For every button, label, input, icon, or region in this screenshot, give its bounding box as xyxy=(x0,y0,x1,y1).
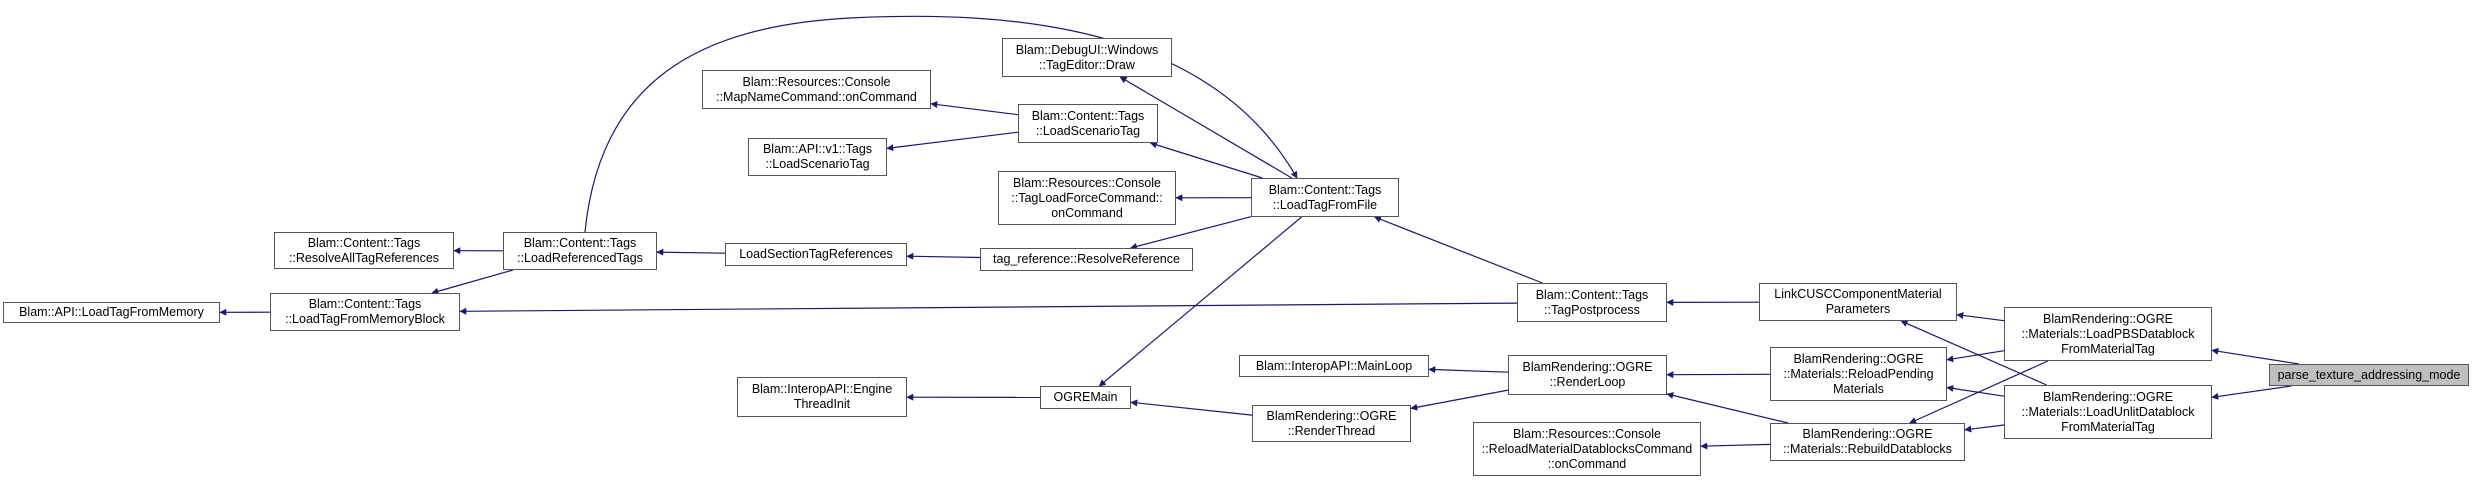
graph-node-label: Blam::API::v1::Tags ::LoadScenarioTag xyxy=(762,142,873,171)
call-edge xyxy=(1373,216,1543,284)
graph-node-label: LoadSectionTagReferences xyxy=(739,247,893,261)
call-edge xyxy=(1149,141,1263,179)
graph-node-link[interactable]: Blam::InteropAPI::Engine ThreadInit xyxy=(737,377,907,417)
graph-node-label: parse_texture_addressing_mode xyxy=(2277,367,2461,382)
call-edge xyxy=(1666,392,1789,424)
call-edge xyxy=(1130,216,1252,250)
call-edge xyxy=(656,248,726,256)
call-edge xyxy=(2211,385,2292,400)
graph-node-link[interactable]: Blam::Content::Tags ::LoadScenarioTag xyxy=(1018,104,1158,143)
call-edge xyxy=(1130,399,1253,416)
graph-node-label: tag_reference::ResolveReference xyxy=(993,252,1180,266)
call-edge xyxy=(1956,312,2005,322)
graph-node-link[interactable]: LoadSectionTagReferences xyxy=(725,243,907,266)
graph-node-link[interactable]: Blam::Content::Tags ::TagPostprocess xyxy=(1517,283,1667,322)
graph-node-link[interactable]: Blam::API::LoadTagFromMemory xyxy=(3,302,220,323)
graph-node-label: Blam::Resources::Console ::TagLoadForceC… xyxy=(1011,175,1163,220)
graph-node-link[interactable]: Blam::Resources::Console ::ReloadMateria… xyxy=(1473,422,1701,476)
graph-node-label: Blam::DebugUI::Windows ::TagEditor::Draw xyxy=(1015,42,1159,72)
graph-node-link[interactable]: BlamRendering::OGRE ::Materials::ReloadP… xyxy=(1770,347,1947,401)
graph-node-link[interactable]: BlamRendering::OGRE ::RenderThread xyxy=(1252,405,1411,442)
graph-node-label: Blam::InteropAPI::Engine ThreadInit xyxy=(751,382,893,411)
graph-node-label: BlamRendering::OGRE ::Materials::Rebuild… xyxy=(1783,427,1952,456)
call-edge xyxy=(459,302,1518,315)
graph-node-link[interactable]: BlamRendering::OGRE ::Materials::LoadPBS… xyxy=(2004,307,2212,361)
graph-node-link[interactable]: BlamRendering::OGRE ::Materials::LoadUnl… xyxy=(2004,385,2212,439)
graph-node-label: Blam::Content::Tags ::LoadReferencedTags xyxy=(517,236,643,265)
call-edge xyxy=(930,101,1019,116)
call-edge xyxy=(1900,320,2047,386)
call-edge xyxy=(1428,366,1509,374)
graph-node-label: BlamRendering::OGRE ::Materials::LoadPBS… xyxy=(2021,311,2195,356)
graph-node-label: Blam::InteropAPI::MainLoop xyxy=(1255,358,1413,373)
call-edge xyxy=(1119,76,1293,179)
call-edge xyxy=(2211,347,2300,365)
graph-node-label: Blam::Content::Tags ::LoadTagFromFile xyxy=(1268,182,1382,212)
graph-node-label: Blam::Resources::Console ::ReloadMateria… xyxy=(1481,426,1693,471)
call-edge xyxy=(886,131,1019,152)
graph-node-link[interactable]: Blam::Content::Tags ::LoadTagFromFile xyxy=(1251,178,1399,217)
graph-node-link[interactable]: Blam::Content::Tags ::ResolveAllTagRefer… xyxy=(274,232,454,269)
graph-node-label: BlamRendering::OGRE ::Materials::LoadUnl… xyxy=(2021,389,2195,434)
graph-node-label: BlamRendering::OGRE ::RenderThread xyxy=(1266,408,1397,438)
graph-node-current: parse_texture_addressing_mode xyxy=(2269,364,2469,386)
graph-node-link[interactable]: Blam::Content::Tags ::LoadTagFromMemoryB… xyxy=(270,293,460,331)
graph-node-link[interactable]: Blam::API::v1::Tags ::LoadScenarioTag xyxy=(748,138,887,176)
graph-node-link[interactable]: Blam::DebugUI::Windows ::TagEditor::Draw xyxy=(1002,38,1172,77)
graph-node-label: Blam::Content::Tags ::ResolveAllTagRefer… xyxy=(288,235,440,265)
graph-node-link[interactable]: Blam::Resources::Console ::TagLoadForceC… xyxy=(998,171,1176,225)
graph-node-link[interactable]: BlamRendering::OGRE ::Materials::Rebuild… xyxy=(1770,423,1965,461)
graph-node-link[interactable]: Blam::Resources::Console ::MapNameComman… xyxy=(702,70,931,109)
call-edge xyxy=(1909,360,2049,424)
graph-node-label: LinkCUSCComponentMaterial Parameters xyxy=(1774,287,1942,316)
graph-node-label: Blam::Content::Tags ::TagPostprocess xyxy=(1535,287,1649,317)
graph-node-link[interactable]: OGREMain xyxy=(1040,386,1131,409)
call-edge xyxy=(584,15,1298,233)
graph-node-label: Blam::Content::Tags ::LoadTagFromMemoryB… xyxy=(285,297,445,326)
graph-node-label: BlamRendering::OGRE ::RenderLoop xyxy=(1522,360,1653,389)
call-edge xyxy=(1946,350,2005,363)
graph-node-link[interactable]: Blam::Content::Tags ::LoadReferencedTags xyxy=(503,232,657,270)
graph-node-link[interactable]: tag_reference::ResolveReference xyxy=(980,248,1193,271)
graph-node-link[interactable]: LinkCUSCComponentMaterial Parameters xyxy=(1759,283,1957,321)
graph-node-link[interactable]: Blam::InteropAPI::MainLoop xyxy=(1239,355,1429,377)
graph-node-link[interactable]: BlamRendering::OGRE ::RenderLoop xyxy=(1508,355,1667,395)
call-edge xyxy=(431,269,514,295)
call-edge xyxy=(1410,389,1509,411)
call-edge xyxy=(1946,384,2005,397)
call-edge xyxy=(1964,424,2005,433)
call-edge xyxy=(1700,442,1771,450)
call-edge xyxy=(1098,216,1302,387)
graph-node-label: Blam::Content::Tags ::LoadScenarioTag xyxy=(1031,108,1145,138)
graph-node-label: Blam::Resources::Console ::MapNameComman… xyxy=(716,74,917,104)
graph-node-label: Blam::API::LoadTagFromMemory xyxy=(19,305,204,319)
call-edge xyxy=(906,252,981,260)
graph-node-label: BlamRendering::OGRE ::Materials::ReloadP… xyxy=(1783,351,1934,396)
graph-node-label: OGREMain xyxy=(1053,390,1118,404)
